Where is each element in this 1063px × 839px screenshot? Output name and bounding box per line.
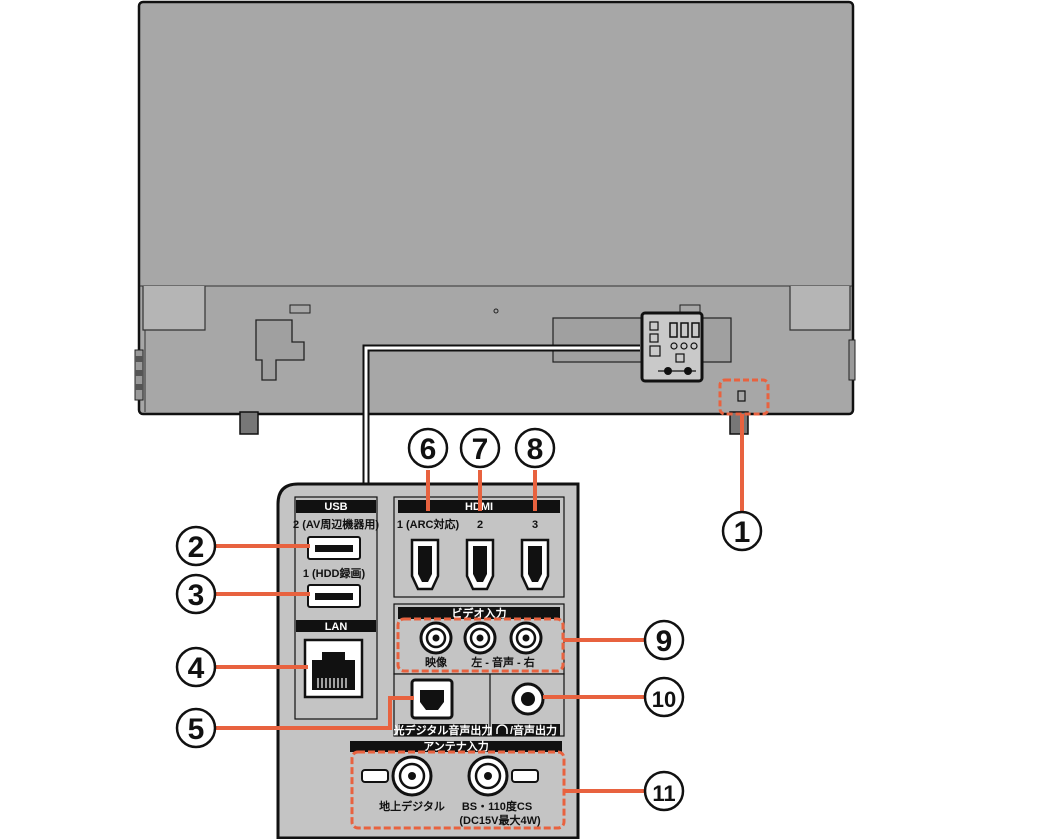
optical-port <box>410 678 454 720</box>
hdmi-port-3 <box>520 538 550 591</box>
callout-6-number: 6 <box>420 433 437 466</box>
antenna-bs-cs-port <box>467 755 539 797</box>
callout-5: 5 <box>175 707 217 749</box>
usb-port-2 <box>307 536 361 560</box>
callout-8: 8 <box>514 427 556 469</box>
callout-6: 6 <box>407 427 449 469</box>
video-input-header: ビデオ入力 <box>452 606 507 620</box>
callout-2-number: 2 <box>188 531 205 564</box>
lan-header: LAN <box>325 621 348 633</box>
callout-9-region <box>396 617 565 673</box>
callout-11: 11 <box>643 770 685 812</box>
callout-7-number: 7 <box>472 433 489 466</box>
hdmi-port-2 <box>465 538 495 591</box>
callout-1-number: 1 <box>734 516 751 549</box>
audio-lr-label: 左 - 音声 - 右 <box>470 655 535 669</box>
callout-4: 4 <box>175 646 217 688</box>
antenna-terrestrial-label: 地上デジタル <box>379 799 445 813</box>
usb-port-1-label: 1 (HDD録画) <box>303 566 366 580</box>
optical-label: 光デジタル音声出力 <box>393 723 493 737</box>
callout-7: 7 <box>459 427 501 469</box>
leader-lines <box>215 470 645 793</box>
rca-video-jack <box>419 621 453 655</box>
usb-header: USB <box>324 501 347 513</box>
callout-9-number: 9 <box>656 625 673 658</box>
callout-11-number: 11 <box>652 781 675 806</box>
rca-audio-left-jack <box>463 621 497 655</box>
usb-port-1 <box>307 584 361 608</box>
callout-1-region <box>718 378 770 416</box>
headphone-label: /音声出力 <box>510 723 557 737</box>
video-label: 映像 <box>425 655 448 669</box>
rca-audio-right-jack <box>509 621 543 655</box>
tv-rear-body <box>134 0 856 435</box>
callout-3: 3 <box>175 573 217 615</box>
usb-port-2-label: 2 (AV周辺機器用) <box>293 517 379 531</box>
callout-10-number: 10 <box>652 687 676 712</box>
callout-3-number: 3 <box>188 579 205 612</box>
callout-4-number: 4 <box>188 652 205 685</box>
lan-port <box>303 638 364 699</box>
antenna-header: アンテナ入力 <box>423 739 489 753</box>
callout-5-number: 5 <box>188 713 205 746</box>
callout-10: 10 <box>643 676 685 718</box>
hdmi-port-2-label: 2 <box>477 519 483 531</box>
hdmi-port-1-label: 1 (ARC対応) <box>397 517 460 531</box>
headphone-jack <box>511 682 545 716</box>
headphone-icon <box>496 724 508 734</box>
callout-9: 9 <box>643 619 685 661</box>
callout-1: 1 <box>721 510 763 552</box>
antenna-bs-label: BS・110度CS <box>462 799 532 813</box>
antenna-terrestrial-port <box>361 755 433 797</box>
antenna-bs-note: (DC15V最大4W) <box>459 813 541 827</box>
callout-8-number: 8 <box>527 433 544 466</box>
hdmi-port-3-label: 3 <box>532 519 538 531</box>
hdmi-port-1 <box>410 538 440 591</box>
callout-2: 2 <box>175 525 217 567</box>
